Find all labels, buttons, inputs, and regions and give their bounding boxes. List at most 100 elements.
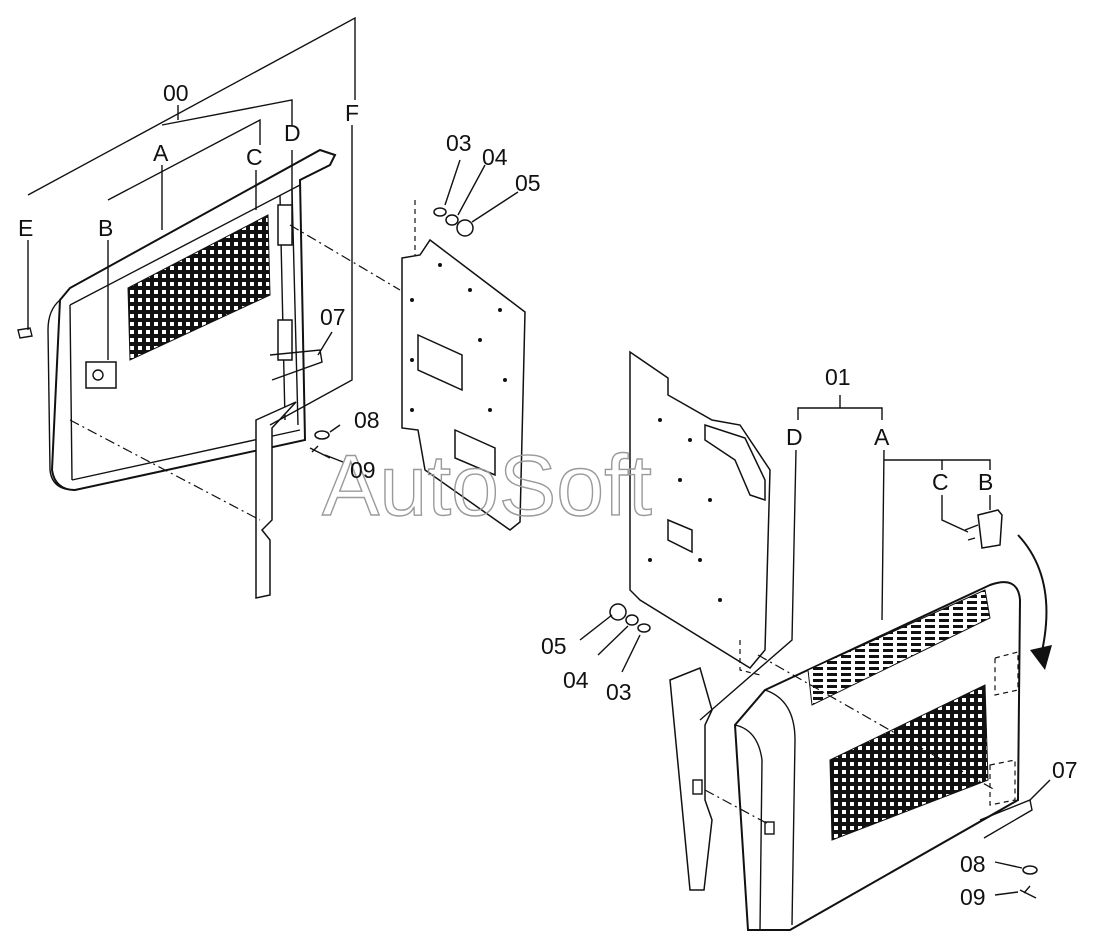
hole [478,338,482,342]
lock-washer-04-a [445,214,459,226]
label-03-top: 03 [446,130,472,156]
leader-a-cb-branch [884,459,991,470]
hole [410,358,414,362]
label-b-left: B [98,215,113,241]
hole [648,558,652,562]
left-latch-part-b [85,361,117,389]
leader-d-right [699,449,797,721]
label-03-bottom: 03 [606,679,632,705]
left-door-edge [47,299,76,491]
leader-c-right [941,495,969,533]
leader-hardware-b [579,614,641,673]
label-a-left: A [153,140,169,166]
left-leader-lines [27,16,356,463]
left-hinge-lower [277,319,293,361]
right-washer-08 [1022,865,1038,875]
right-pin-09 [1019,885,1037,899]
lock-washer-04-b [625,614,639,626]
leader-07-right [1029,779,1051,801]
label-07-right: 07 [1052,757,1078,783]
leader-a-right [881,449,885,621]
center-left-bracket-lower [454,428,496,477]
leader-01-bracket [797,407,883,420]
center-right-bracket [667,518,693,554]
label-09-right: 09 [960,884,986,910]
hole [708,498,712,502]
label-09-left: 09 [350,457,376,483]
left-pin-part-e [17,327,33,339]
hole [488,408,492,412]
right-latch-part-b [977,509,1003,549]
hole [410,408,414,412]
left-door-assembly [17,148,401,599]
label-e-left: E [18,215,33,241]
label-a-right: A [874,424,890,450]
label-00: 00 [163,80,189,106]
left-rod-part-07 [269,349,323,381]
leader-09 [324,454,344,463]
left-hinge-upper [277,204,293,246]
right-door-slot [764,821,775,835]
label-05-bottom: 05 [541,633,567,659]
right-door-assembly [669,509,1052,931]
center-left-plate [401,159,526,531]
label-04-bottom: 04 [563,667,589,693]
watermark-text: AutoSoft [322,438,652,534]
center-left-bracket-upper [417,333,463,392]
center-right-plate-dash [739,640,761,676]
leader-09-right [994,891,1019,896]
leader-00-outer [27,16,356,196]
washer-03-b [637,623,651,633]
center-right-plate-body [629,350,771,669]
label-04-top: 04 [482,144,508,170]
washer-03-a [433,207,447,217]
left-latch-knob [92,369,104,381]
hole [698,558,702,562]
nut-05-b [609,603,627,621]
label-07-left: 07 [320,304,346,330]
right-link-lines [704,654,996,826]
hole [658,418,662,422]
hole [718,598,722,602]
label-d-right: D [786,424,803,450]
right-hinge-lower [989,759,1016,806]
right-hinge-upper [994,651,1019,696]
right-rod-part-07 [979,799,1033,839]
label-d-left: D [284,120,301,146]
hole [468,288,472,292]
hole [688,438,692,442]
leader-f [269,125,353,426]
right-leader-lines [699,395,1051,896]
callout-labels: 00 A B C D E F 03 04 05 07 08 09 01 D A … [18,80,1078,910]
hole [498,308,502,312]
right-door-outer [733,581,1022,931]
right-door-vent-slots [807,589,991,706]
swing-arrow [1017,534,1048,661]
left-washer-08 [314,430,330,440]
hole [410,298,414,302]
center-right-plate-flange [704,423,766,502]
leader-07 [317,331,333,356]
label-f-left: F [345,100,359,126]
label-01: 01 [825,364,851,390]
label-b-right: B [978,469,993,495]
left-strip-part-f [255,401,297,599]
right-strip-part-d [669,666,713,891]
label-c-left: C [246,144,263,170]
hole [503,378,507,382]
label-08-left: 08 [354,407,380,433]
nut-05-a [456,219,474,237]
left-link-lines [69,224,401,521]
hole [438,263,442,267]
right-door-grille [829,684,989,841]
center-right-plate [579,350,771,676]
right-door-front-edge [764,689,796,926]
leader-08-right [994,861,1023,869]
label-05-top: 05 [515,170,541,196]
label-c-right: C [932,469,949,495]
leader-a-branch [107,118,261,201]
hole [678,478,682,482]
swing-arrow-head [1030,645,1052,670]
